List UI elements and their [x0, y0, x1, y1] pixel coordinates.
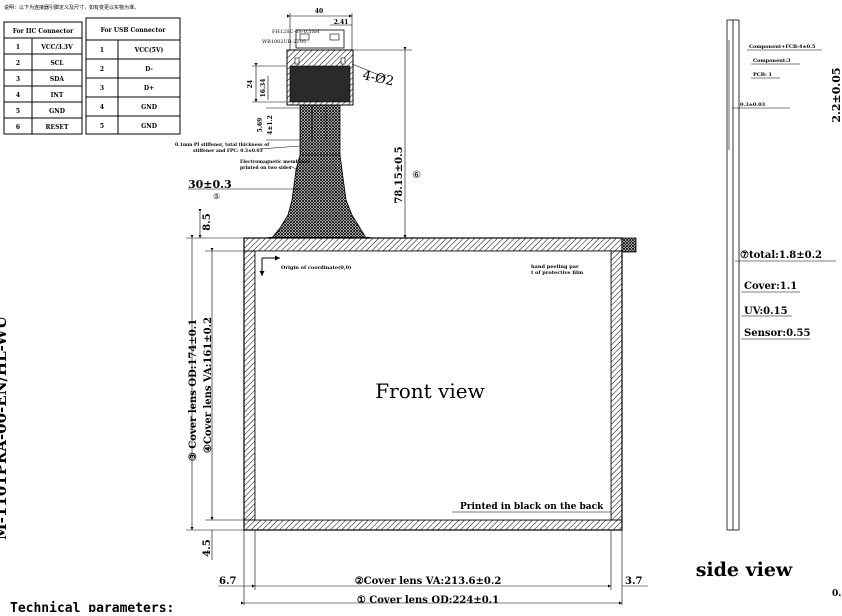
- svg-text:INT: INT: [51, 92, 64, 99]
- component-fpc-label: Component+FCB:4±0.5: [749, 44, 816, 50]
- corner-label: 0.: [832, 589, 841, 599]
- dim-569: 5.69: [257, 118, 264, 133]
- od-width-label: ① Cover lens OD:224±0.1: [357, 595, 499, 606]
- iic-table-title: For IIC Connector: [13, 28, 74, 35]
- cover-thickness: Cover:1.1: [744, 281, 797, 292]
- svg-text:SDA: SDA: [50, 76, 65, 83]
- connector-part-2: WB1002UB-2T05: [262, 39, 306, 45]
- dim-30-index: ⑤: [213, 192, 220, 201]
- dim-85: 8.5: [202, 213, 213, 230]
- dim-45: 4.5: [202, 539, 213, 556]
- va-height-label: ④Cover lens VA:161±0.2: [203, 317, 214, 453]
- left-vertical-title: M-1101PRA-00-EN/HL-WU: [0, 316, 10, 540]
- header-note: 说明：以下为连接器引脚定义及尺寸，如有变更以实物为准。: [4, 4, 139, 11]
- svg-text:GND: GND: [141, 104, 157, 111]
- svg-text:D+: D+: [144, 85, 154, 92]
- svg-text:6: 6: [16, 124, 20, 131]
- front-view-panel: Origin of coordinate(0,0) hand peeling p…: [243, 237, 637, 531]
- svg-text:1: 1: [100, 47, 104, 54]
- svg-text:VCC/3.3V: VCC/3.3V: [40, 44, 73, 51]
- svg-text:D-: D-: [145, 66, 153, 73]
- front-view-dimensions: ③ Cover lens OD:174±0.1 ④Cover lens VA:1…: [186, 235, 648, 606]
- emi-note-2: printed on two sides: [240, 165, 292, 171]
- dim-thickness: 2.2±0.05: [830, 67, 842, 122]
- origin-label: Origin of coordinate(0,0): [281, 264, 351, 271]
- stiffener-note-1: 0.1mm PI stiffener, total thickness of: [175, 142, 270, 148]
- front-view-title: Front view: [375, 379, 484, 403]
- component-label: Component:3: [753, 58, 791, 64]
- usb-table-title: For USB Connector: [101, 27, 167, 34]
- dim-24: 24: [247, 80, 254, 88]
- dim-241: 2.41: [334, 19, 349, 26]
- svg-text:VCC(5V): VCC(5V): [134, 47, 164, 54]
- hole-label: 4-Ø2: [361, 68, 395, 89]
- connector-block: 40 2.41 FH12SC-6S-0.5SH WB1002UB-2T05 24…: [247, 8, 395, 141]
- svg-text:4: 4: [100, 104, 104, 111]
- svg-text:3: 3: [16, 76, 20, 83]
- dim-412: 4±1.2: [267, 115, 274, 135]
- pcb-label: PCB: 1: [753, 72, 772, 78]
- svg-text:SCL: SCL: [50, 60, 64, 67]
- dim-1634: 16.34: [260, 79, 267, 98]
- svg-text:GND: GND: [141, 123, 157, 130]
- peel-label-1: hand peeling par: [531, 264, 579, 270]
- dim-67: 6.7: [219, 576, 236, 587]
- usb-connector-table: For USB Connector 1 VCC(5V) 2 D- 3 D+ 4 …: [85, 17, 181, 135]
- fpc-length-index: ⑥: [412, 170, 421, 181]
- stiffener-note-2: stiffener and FPC: 0.3±0.03: [193, 148, 263, 154]
- emi-note-1: Electromagnetic membrane: [240, 159, 310, 165]
- va-width-label: ②Cover lens VA:213.6±0.2: [355, 576, 502, 587]
- dim-30: 30±0.3: [188, 178, 232, 191]
- uv-thickness: UV:0.15: [744, 306, 788, 317]
- technical-parameters-heading: Technical parameters:: [10, 601, 174, 612]
- dim-003: 0.3±0.03: [740, 102, 766, 108]
- print-label: Printed in black on the back: [460, 502, 604, 512]
- svg-text:5: 5: [16, 108, 20, 115]
- iic-connector-table: For IIC Connector 1 VCC/3.3V 2 SCL 3 SDA…: [3, 21, 83, 135]
- dim-37: 3.7: [625, 576, 642, 587]
- sensor-thickness: Sensor:0.55: [744, 328, 811, 339]
- svg-text:GND: GND: [49, 108, 65, 115]
- od-height-label: ③ Cover lens OD:174±0.1: [188, 319, 199, 461]
- svg-text:4: 4: [16, 92, 20, 99]
- svg-text:2: 2: [16, 60, 20, 67]
- svg-text:2: 2: [100, 66, 104, 73]
- fpc-length: 78.15±0.5: [394, 146, 405, 203]
- svg-text:1: 1: [16, 44, 20, 51]
- fpc-tail: 0.1mm PI stiffener, total thickness of s…: [175, 47, 421, 239]
- total-thickness: ⑦total:1.8±0.2: [740, 250, 822, 261]
- svg-text:5: 5: [100, 123, 104, 130]
- peel-label-2: t of protective film: [531, 270, 584, 276]
- svg-text:RESET: RESET: [46, 124, 69, 131]
- side-view: Component+FCB:4±0.5 Component:3 PCB: 1 0…: [696, 19, 842, 599]
- svg-text:3: 3: [100, 85, 104, 92]
- dim-40: 40: [315, 8, 323, 15]
- side-view-title: side view: [696, 559, 793, 581]
